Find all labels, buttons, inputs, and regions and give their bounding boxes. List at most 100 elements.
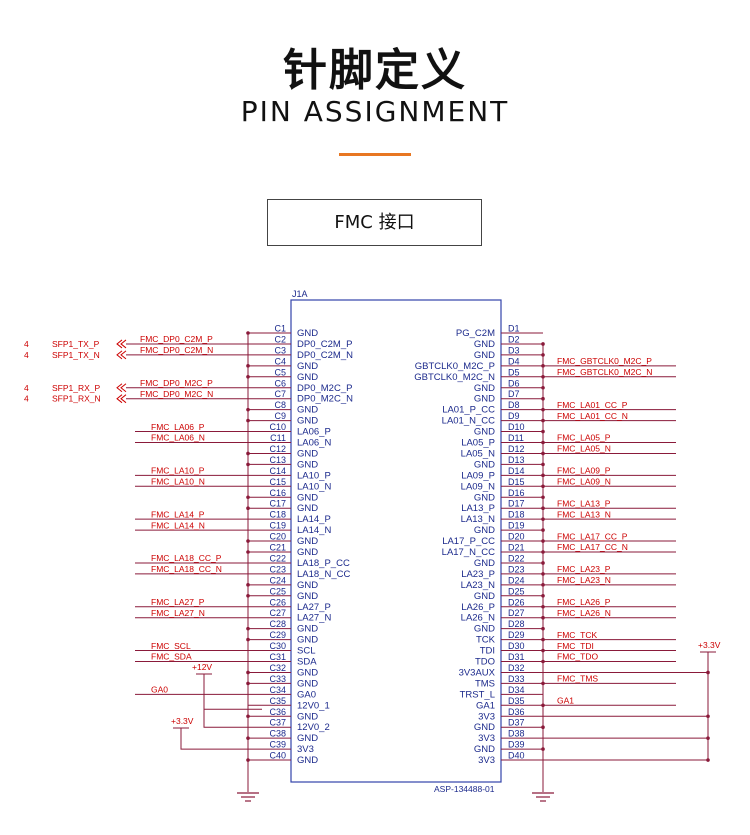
- offpage-connector-arrow: [116, 394, 127, 404]
- pin-name: 3V3: [478, 733, 495, 744]
- pin-number: C13: [269, 455, 286, 465]
- pin-name: LA23_N: [461, 580, 495, 591]
- pin-number: D13: [508, 455, 525, 465]
- pin-name: LA09_P: [461, 470, 495, 481]
- net-label: FMC_GBTCLK0_M2C_N: [557, 367, 652, 377]
- pin-number: D6: [508, 378, 520, 388]
- junction-dot: [541, 506, 545, 511]
- pin-number: D11: [508, 433, 524, 443]
- pin-name: PG_C2M: [456, 328, 495, 339]
- pin-name: GND: [297, 492, 318, 503]
- section-label-box: FMC 接口: [267, 199, 482, 246]
- pin-number: D17: [508, 499, 525, 509]
- pin-name: TDO: [475, 657, 495, 668]
- junction-dot: [541, 418, 545, 423]
- pin-name: LA06_P: [297, 427, 331, 438]
- pin-number: D19: [508, 521, 525, 531]
- net-label: FMC_SDA: [151, 652, 192, 662]
- pin-number: D34: [508, 685, 525, 695]
- connector-ref: J1A: [292, 289, 308, 299]
- net-label: FMC_LA05_N: [557, 444, 611, 454]
- pin-number: D4: [508, 356, 520, 366]
- pin-name: LA18_P_CC: [297, 558, 350, 569]
- pin-number: C12: [269, 444, 286, 454]
- pin-name: DP0_M2C_N: [297, 394, 353, 405]
- pin-name: GND: [297, 536, 318, 547]
- net-label: FMC_TDO: [557, 652, 598, 662]
- pin-name: GA1: [476, 700, 495, 711]
- p3v3-right-rail: [700, 651, 716, 761]
- pin-number: D5: [508, 367, 520, 377]
- pin-name: TMS: [475, 678, 495, 689]
- junction-dot: [541, 550, 545, 554]
- net-label: FMC_GBTCLK0_M2C_P: [557, 356, 652, 366]
- pin-name: DP0_C2M_P: [297, 339, 352, 350]
- pin-name: 3V3: [297, 744, 314, 755]
- pin-number: C24: [269, 575, 286, 585]
- offpage-connector-arrow: [116, 383, 127, 393]
- junction-dot: [246, 418, 250, 423]
- offpage-net-label: SFP1_TX_P: [52, 339, 100, 349]
- pin-number: C22: [269, 553, 286, 563]
- net-label: FMC_LA13_N: [557, 509, 611, 519]
- pin-name: SDA: [297, 657, 317, 668]
- junction-dot: [541, 429, 545, 434]
- junction-dot: [541, 462, 545, 467]
- net-label: FMC_SCL: [151, 641, 191, 651]
- junction-dot: [541, 615, 545, 620]
- pin-name: LA14_N: [297, 525, 331, 536]
- pin-number: C11: [270, 433, 286, 443]
- pin-name: LA26_P: [461, 602, 495, 613]
- p12v-wire: [196, 673, 248, 728]
- pin-name: TDI: [480, 646, 495, 657]
- pin-name: LA06_N: [297, 438, 331, 449]
- pin-name: GND: [297, 624, 318, 635]
- pin-number: C39: [269, 740, 286, 750]
- pin-number: D40: [508, 751, 525, 761]
- pin-number: D29: [508, 630, 525, 640]
- junction-dot: [541, 594, 545, 598]
- offpage-connector-arrow: [116, 350, 127, 360]
- pin-name: LA13_N: [461, 514, 495, 525]
- net-label: FMC_LA17_CC_N: [557, 542, 628, 552]
- pin-number: D12: [508, 444, 525, 454]
- net-label: FMC_LA18_CC_N: [151, 564, 222, 574]
- pin-name: GND: [474, 427, 495, 438]
- net-label: FMC_LA06_P: [151, 422, 205, 432]
- pin-name: GND: [297, 416, 318, 427]
- pin-name: DP0_M2C_P: [297, 383, 352, 394]
- net-label: FMC_LA17_CC_P: [557, 531, 628, 541]
- pin-number: D28: [508, 619, 525, 629]
- offpage-sheet-number: 4: [24, 383, 29, 393]
- junction-dot: [246, 583, 250, 587]
- pin-number: C7: [274, 389, 286, 399]
- pin-name: GND: [297, 459, 318, 470]
- net-label: GA1: [557, 696, 574, 706]
- pin-name: GND: [297, 503, 318, 514]
- pin-number: D31: [508, 652, 525, 662]
- pin-number: C2: [274, 334, 286, 344]
- pin-name: LA10_P: [297, 470, 331, 481]
- pin-number: C33: [269, 674, 286, 684]
- junction-dot: [541, 385, 545, 390]
- pin-name: GND: [297, 711, 318, 722]
- page-title-chinese: 针脚定义: [283, 45, 467, 96]
- pin-name: GND: [297, 328, 318, 339]
- pin-number: C5: [274, 367, 286, 377]
- pin-number: D24: [508, 575, 525, 585]
- pin-name: GND: [474, 394, 495, 405]
- junction-dot: [246, 594, 250, 598]
- junction-dot: [706, 736, 710, 740]
- junction-dot: [246, 331, 250, 335]
- pin-name: GND: [297, 405, 318, 416]
- pin-name: GBTCLK0_M2C_P: [415, 361, 495, 372]
- pin-number: D39: [508, 740, 525, 750]
- power-label-3v3-right: +3.3V: [698, 640, 721, 650]
- pin-name: LA05_P: [461, 438, 495, 449]
- pin-number: C21: [269, 543, 286, 553]
- net-label: GA0: [151, 685, 168, 695]
- pin-number: C27: [269, 608, 286, 618]
- pin-number: C23: [269, 564, 286, 574]
- pin-number: C14: [269, 466, 286, 476]
- net-label: FMC_LA23_N: [557, 575, 611, 585]
